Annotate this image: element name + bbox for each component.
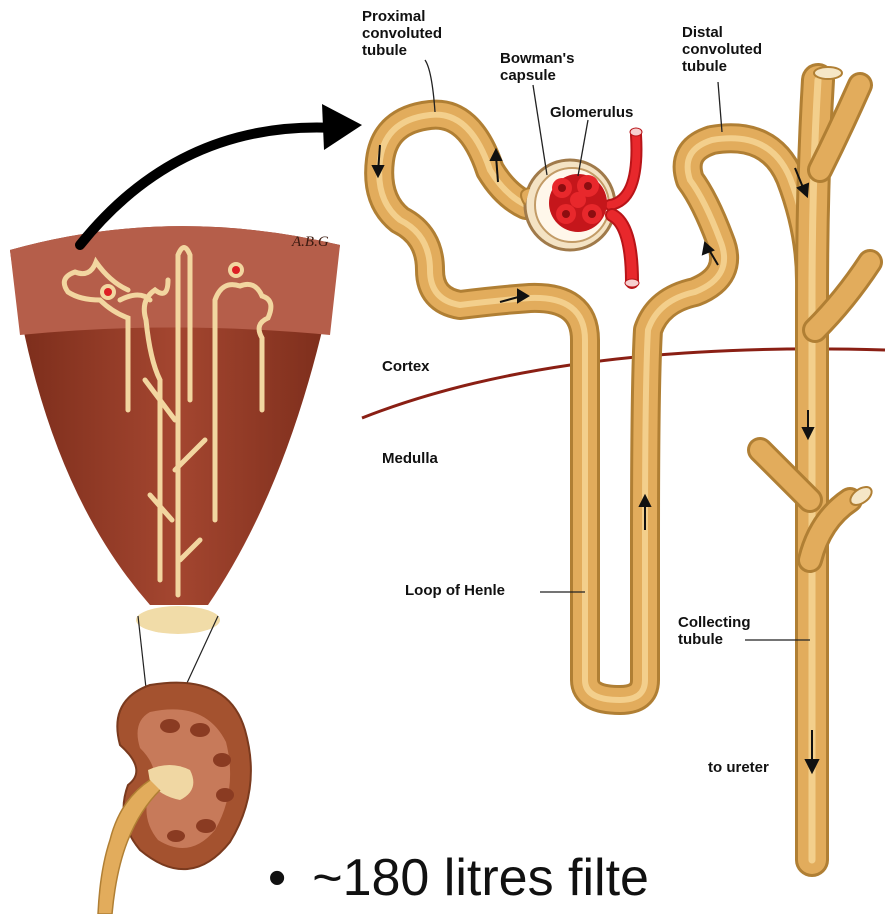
label-loop-of-henle: Loop of Henle bbox=[405, 582, 505, 599]
label-proximal-convoluted-tubule: Proximal convoluted tubule bbox=[362, 8, 442, 59]
bullet-symbol: • bbox=[268, 849, 286, 907]
label-glomerulus: Glomerulus bbox=[550, 104, 633, 121]
kidney-illustration bbox=[98, 683, 251, 914]
renal-wedge: A.B.G bbox=[10, 226, 340, 634]
artist-signature: A.B.G bbox=[291, 234, 329, 250]
bullet-text-line: • ~180 litres filte bbox=[268, 848, 649, 908]
label-bowmans-capsule: Bowman's capsule bbox=[500, 50, 574, 84]
label-medulla: Medulla bbox=[382, 450, 438, 467]
label-distal-convoluted-tubule: Distal convoluted tubule bbox=[682, 24, 762, 75]
glomerulus bbox=[549, 128, 642, 287]
label-to-ureter: to ureter bbox=[708, 759, 769, 776]
bullet-text: ~180 litres filte bbox=[312, 849, 649, 907]
label-collecting-tubule: Collecting tubule bbox=[678, 614, 751, 648]
label-cortex: Cortex bbox=[382, 358, 430, 375]
